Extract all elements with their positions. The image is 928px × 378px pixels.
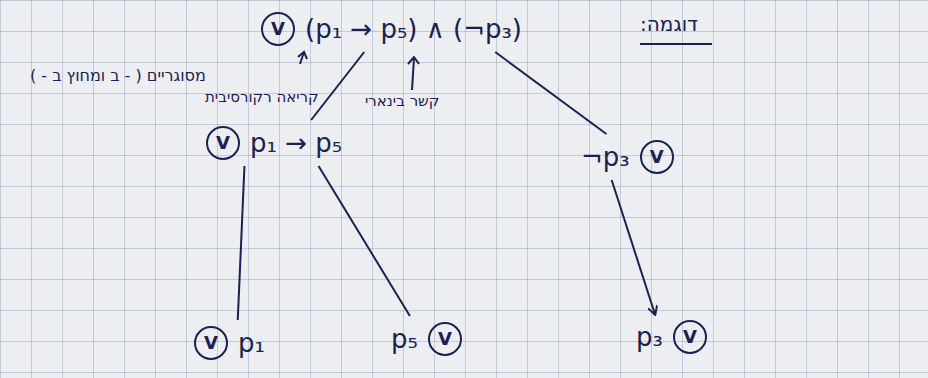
formula-text: p₅ <box>391 324 418 354</box>
tree-edge <box>311 52 364 120</box>
check-mark: V <box>673 320 707 354</box>
formula-node: Vp₁ → p₅ <box>200 122 348 164</box>
formula-node: p₅ V <box>385 318 468 360</box>
note-label: קריאה רקורסיבית <box>205 88 319 106</box>
formula-text: (p₁ → p₅) ∧ (¬p₃) <box>305 14 522 44</box>
note-label: קשר בינארי <box>365 92 439 110</box>
formula-text: p₁ → p₅ <box>250 128 342 158</box>
formula-node: ¬p₃ V <box>575 136 680 178</box>
tree-edge <box>612 180 655 314</box>
leader-line <box>412 58 414 90</box>
note-label: דוגמה: <box>640 12 698 36</box>
formula-node: p₃ V <box>630 316 713 358</box>
check-mark: V <box>428 322 462 356</box>
check-mark: V <box>261 12 295 46</box>
note-label: מסוגריים ( - ב ומחוץ ב - ) <box>30 66 206 85</box>
tree-edge <box>319 166 410 316</box>
formula-text: p₃ <box>636 322 663 352</box>
check-mark: V <box>194 326 228 360</box>
leader-head <box>408 57 419 64</box>
tree-edge <box>238 166 245 320</box>
tree-edge <box>495 52 606 134</box>
underline <box>640 43 712 45</box>
leader-head <box>298 52 307 59</box>
formula-node: V (p₁ → p₅) ∧ (¬p₃) <box>255 8 528 50</box>
formula-text: p₁ <box>238 328 265 358</box>
formula-node: Vp₁ <box>188 322 271 364</box>
check-mark: V <box>640 140 674 174</box>
formula-text: ¬p₃ <box>581 142 630 172</box>
check-mark: V <box>206 126 240 160</box>
